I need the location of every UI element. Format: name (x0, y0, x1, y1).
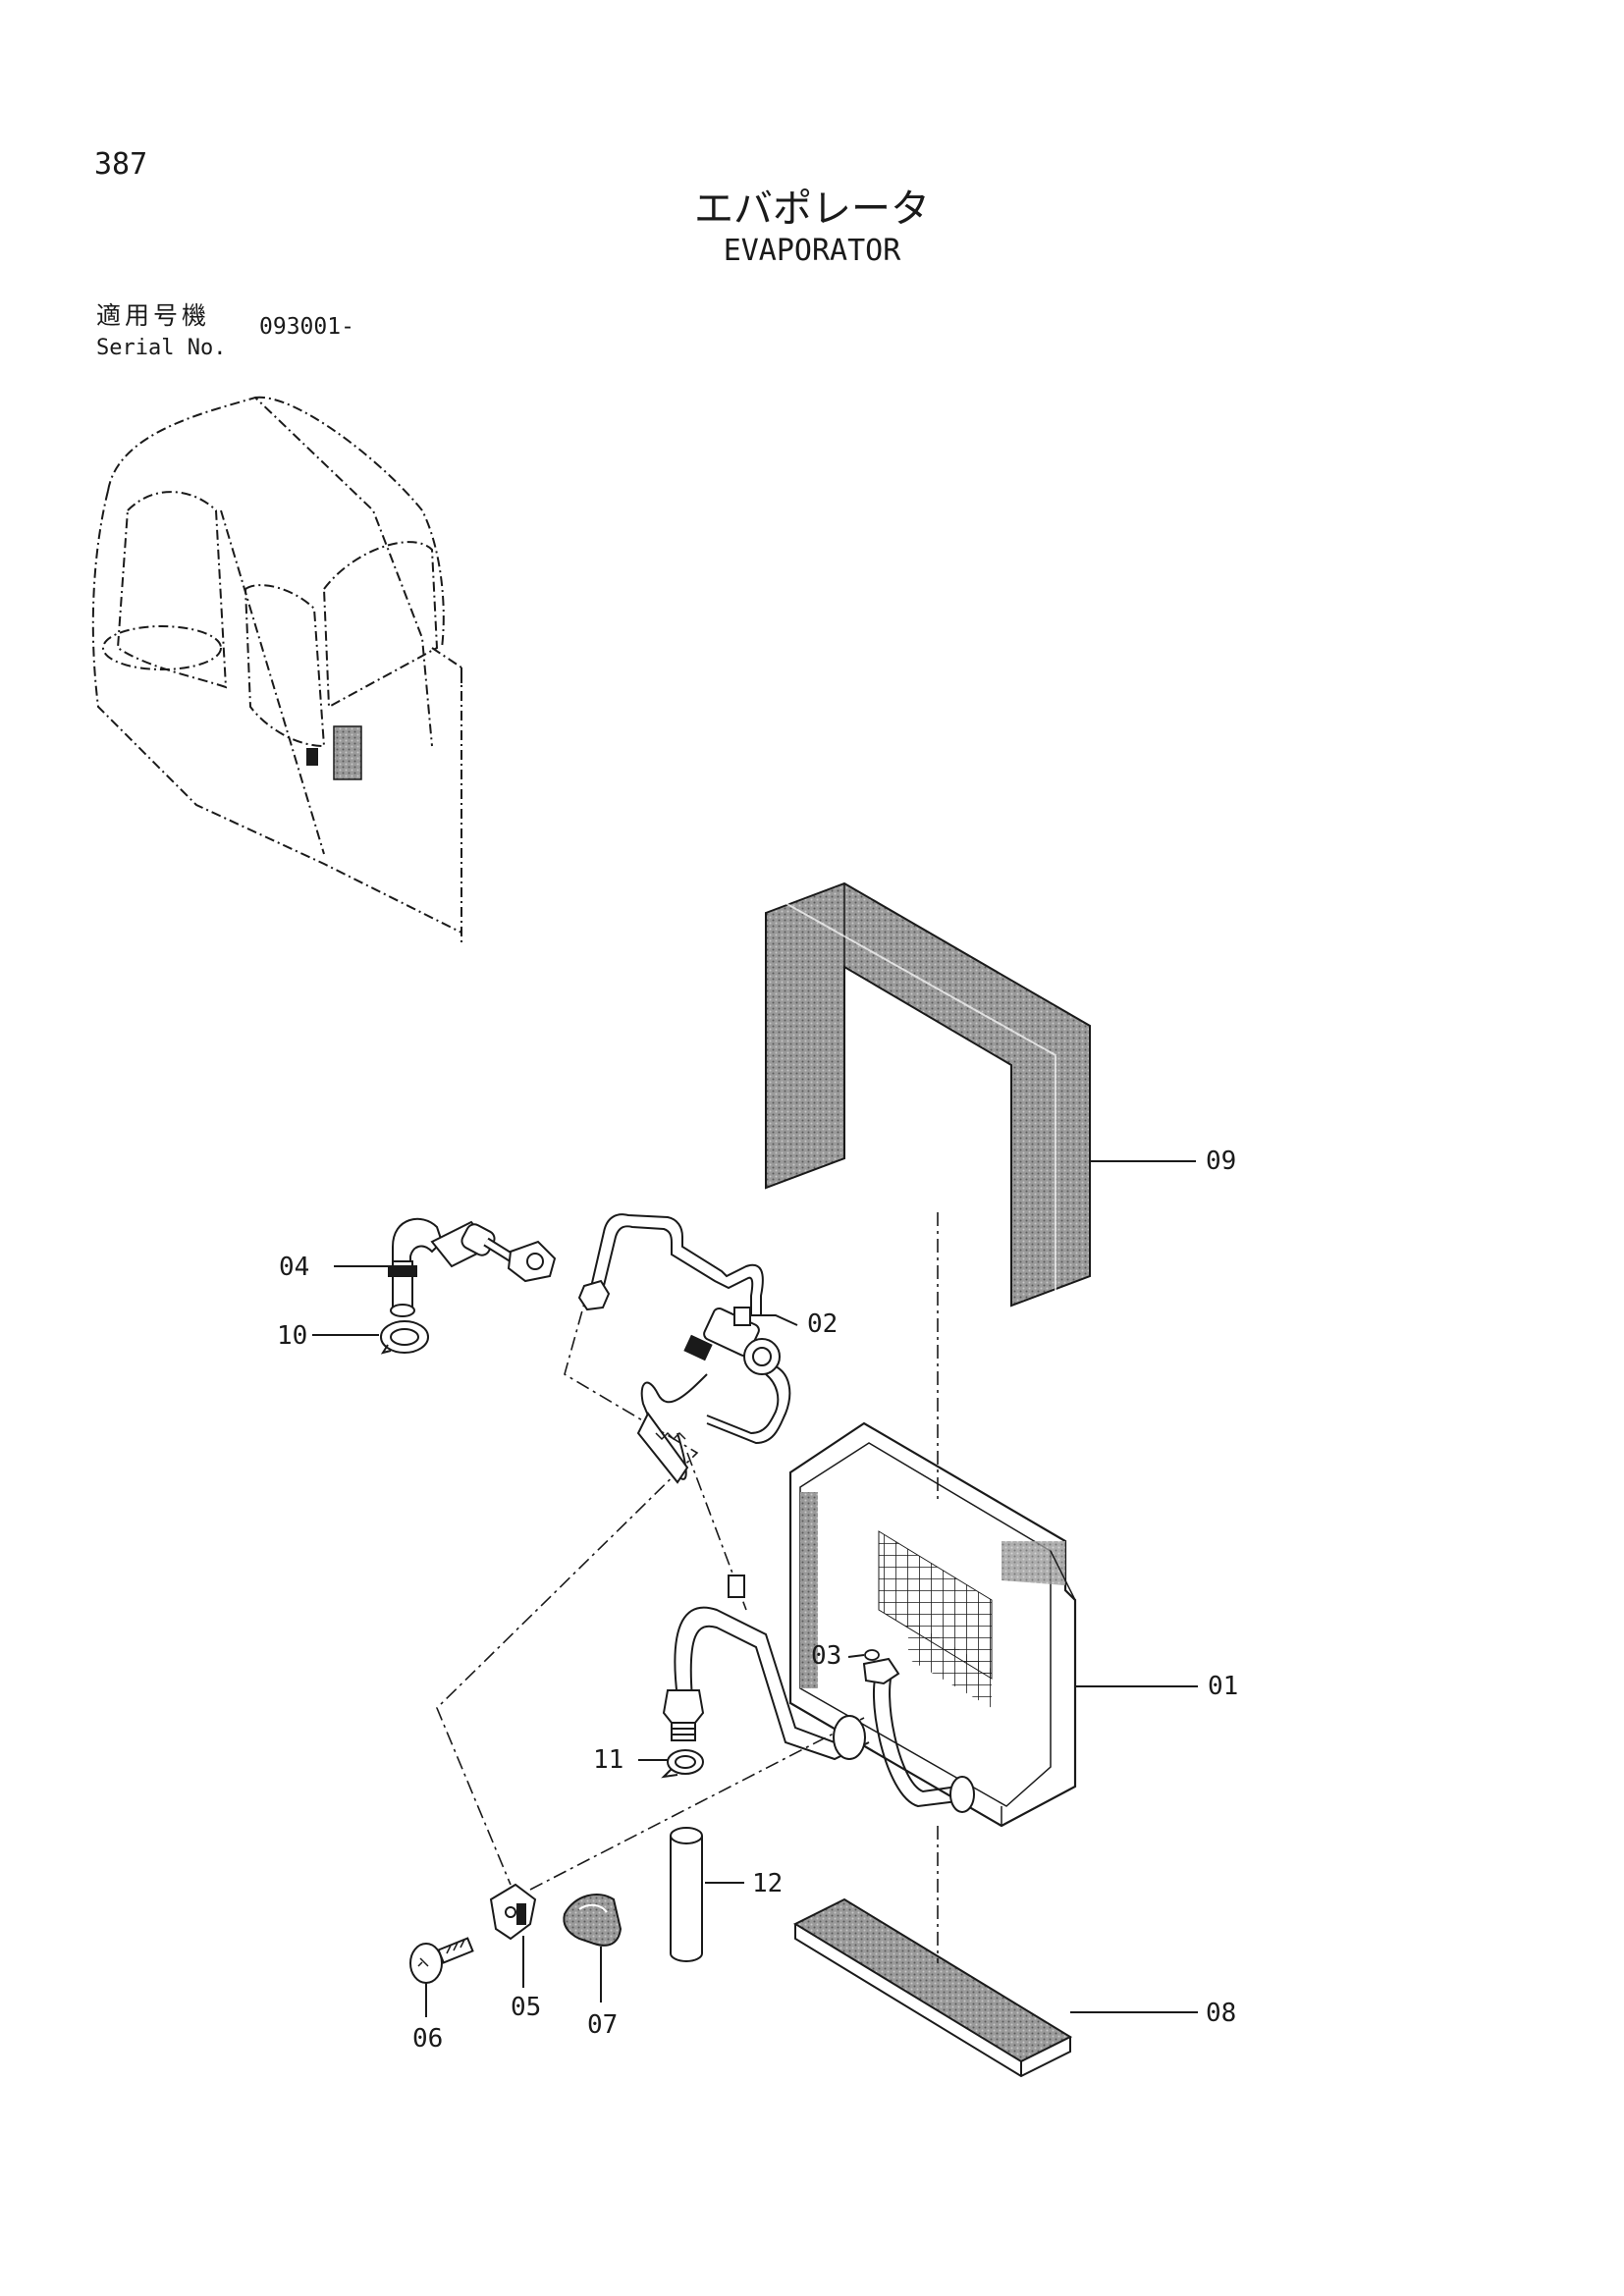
label-part-05: 05 (511, 1993, 542, 2022)
page-title-japanese: エバポレータ (694, 187, 930, 232)
label-part-12: 12 (752, 1869, 784, 1898)
part-08-drain-tray (792, 1897, 1073, 2078)
label-part-07: 07 (587, 2010, 619, 2040)
cab-location-view (91, 396, 462, 942)
part-04-elbow-fitting (388, 1217, 557, 1317)
label-part-10: 10 (277, 1321, 308, 1351)
part-11-o-ring (661, 1749, 704, 1779)
label-part-09: 09 (1206, 1147, 1237, 1176)
part-09-cover-top (765, 881, 1091, 1308)
part-03-small-o-ring (864, 1649, 880, 1661)
part-12-insulation-tube (670, 1827, 703, 1962)
part-02-expansion-valve (577, 1213, 791, 1484)
label-part-02: 02 (807, 1309, 839, 1339)
label-part-08: 08 (1206, 1999, 1237, 2028)
serial-label-japanese: 適用号機 (96, 301, 211, 330)
part-10-o-ring (380, 1320, 429, 1355)
part-07-clip (563, 1894, 623, 1947)
assembly-alignment-lines (436, 1212, 939, 1963)
page-title-english: EVAPORATOR (723, 234, 901, 268)
label-part-01: 01 (1208, 1672, 1239, 1701)
serial-number-value: 093001- (259, 314, 354, 340)
label-part-06: 06 (412, 2024, 444, 2054)
label-part-03: 03 (811, 1641, 842, 1671)
serial-label-english: Serial No. (96, 336, 227, 360)
part-05-clamp (489, 1883, 537, 1941)
leader-lines (312, 1160, 1198, 2017)
cab-evaporator-marker (306, 725, 362, 780)
page-number: 387 (94, 147, 148, 182)
part-01-evaporator-core (788, 1421, 1077, 1828)
core-pipe-assembly (662, 1575, 975, 1813)
label-part-11: 11 (593, 1745, 624, 1775)
label-part-04: 04 (279, 1253, 310, 1282)
part-06-screw (409, 1937, 474, 1984)
